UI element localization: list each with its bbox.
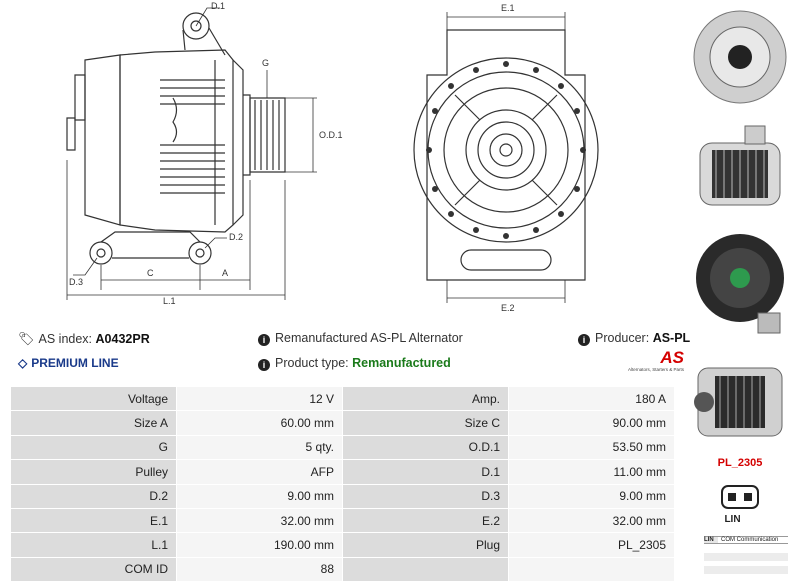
label-d2: D.2 [229,232,243,242]
label-c: C [147,268,154,278]
brand-logo: AS Alternators, Starters & Parts [614,348,684,373]
premium-line-text: PREMIUM LINE [31,356,119,370]
spec-key: E.2 [342,507,509,534]
plug-type: LIN [724,514,741,525]
info-icon: i [578,334,590,346]
spec-value: 5 qty. [176,434,343,461]
alternator-front-view-drawing: E.1 E.2 [413,3,599,313]
front-cooling-slots [426,61,586,239]
label-e2: E.2 [501,303,515,313]
spec-value: 190.00 mm [176,532,343,558]
label-d3: D.3 [69,277,83,287]
spec-key: Pulley [10,459,177,485]
spec-key [342,556,509,583]
product-photo-front[interactable] [690,2,790,110]
spec-value: 11.00 mm [508,459,675,485]
brand-logo-mark: AS [660,348,684,367]
as-index-value: A0432PR [95,332,150,346]
com-col1: LIN [704,537,718,543]
product-type-label: Product type: [275,356,349,370]
spec-value: 90.00 mm [508,410,675,436]
spec-key: COM ID [10,556,177,583]
info-icon: i [258,334,270,346]
com-row-empty [704,566,788,574]
spec-value: 180 A [508,385,675,412]
spec-value: 32.00 mm [176,507,343,534]
spec-key: Size C [342,410,509,436]
spec-key: Plug [342,532,509,558]
spec-key: D.1 [342,459,509,485]
product-type-value: Remanufactured [352,356,451,370]
producer: i Producer: AS-PL [578,331,690,346]
description-text: Remanufactured AS-PL Alternator [275,331,463,345]
spec-value: 88 [176,556,343,583]
com-row-empty [704,553,788,561]
spec-value: AFP [176,459,343,485]
spec-key: D.3 [342,483,509,509]
spec-key: D.2 [10,483,177,509]
alternator-side-view-drawing: D.1 G O.D.1 D.2 D.3 C A L.1 [66,1,343,306]
spec-key: L.1 [10,532,177,558]
spec-key: Size A [10,410,177,436]
spec-value: 32.00 mm [508,507,675,534]
product-photo-side[interactable] [690,118,790,226]
spec-value [508,556,675,583]
com-col2: COM Communication [721,537,779,543]
label-g: G [262,58,269,68]
spec-key: G [10,434,177,461]
spec-value: 53.50 mm [508,434,675,461]
label-e1: E.1 [501,3,515,13]
spec-value: 9.00 mm [176,483,343,509]
brand-tagline: Alternators, Starters & Parts [627,367,684,372]
spec-key: Voltage [10,385,177,412]
spec-key: Amp. [342,385,509,412]
product-photo-angle[interactable] [690,346,790,454]
info-icon: i [258,359,270,371]
com-table: LIN COM Communication [704,536,788,544]
product-photo-rear[interactable] [690,228,790,336]
label-od1: O.D.1 [319,130,343,140]
premium-line: ◇PREMIUM LINE [18,356,119,370]
plug-icon [721,485,759,509]
plug-code: PL_2305 [717,457,763,469]
description: i Remanufactured AS-PL Alternator [258,331,463,346]
diamond-icon: ◇ [18,356,28,370]
spec-value: PL_2305 [508,532,675,558]
spec-value: 60.00 mm [176,410,343,436]
as-index-label: AS index: [38,332,93,346]
as-index: 🏷AS index: A0432PR [18,331,150,347]
label-l1: L.1 [163,296,176,306]
product-type: i Product type: Remanufactured [258,356,451,371]
tag-icon: 🏷 [18,331,35,346]
spec-value: 9.00 mm [508,483,675,509]
label-a: A [222,268,228,278]
producer-value: AS-PL [652,331,691,345]
label-d1: D.1 [211,1,225,11]
producer-label: Producer: [595,331,650,345]
spec-value: 12 V [176,385,343,412]
spec-key: E.1 [10,507,177,534]
spec-key: O.D.1 [342,434,509,461]
